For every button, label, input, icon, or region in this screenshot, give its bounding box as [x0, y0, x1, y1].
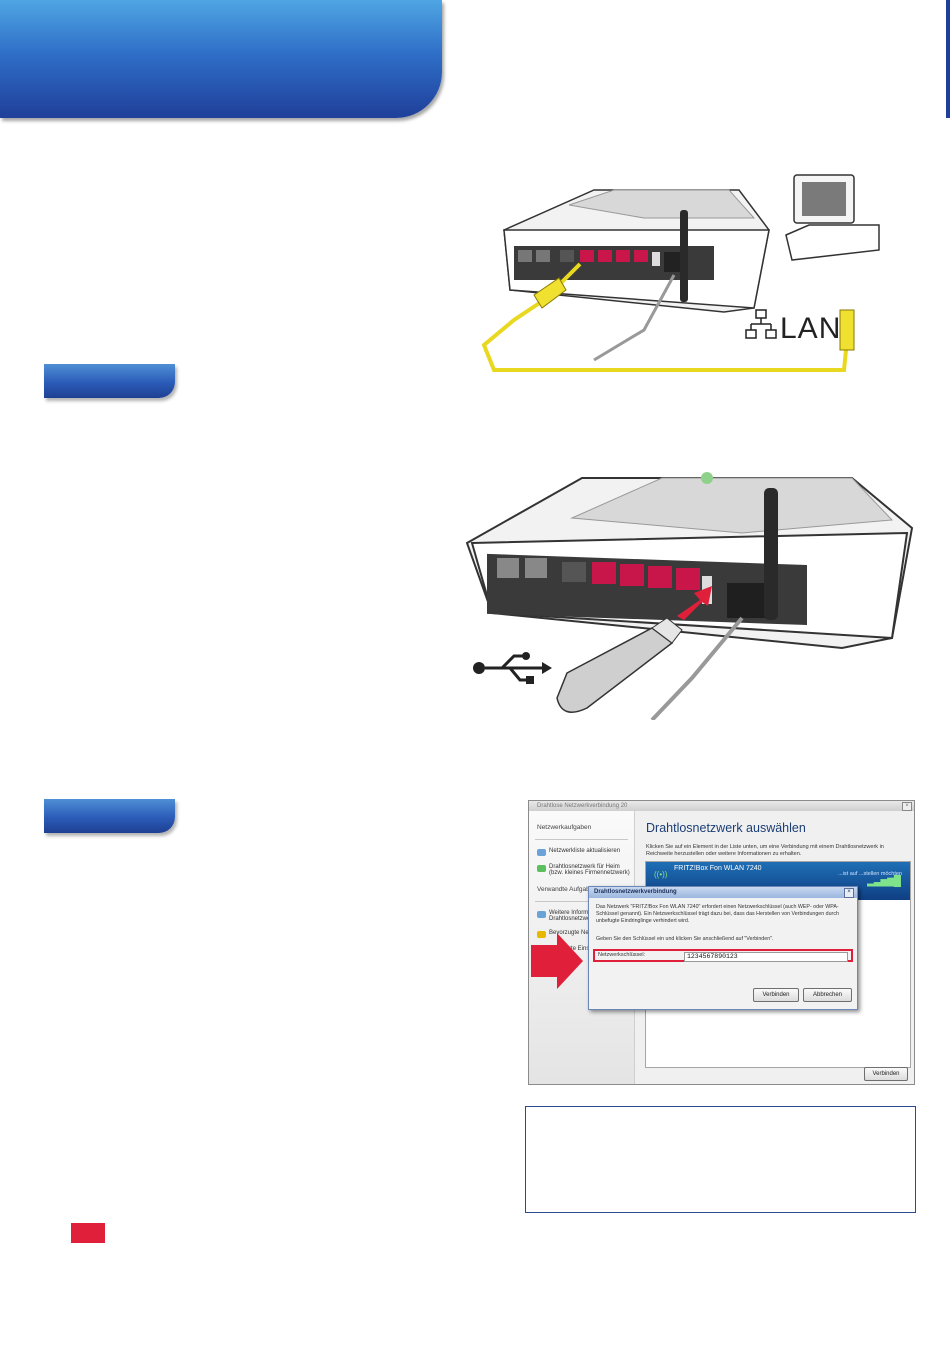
sidebar-item-setup-network[interactable]: Drahtlosnetzwerk für Heim (bzw. kleines …	[529, 856, 634, 876]
lan-cable	[481, 262, 855, 372]
sidebar-item-more-info[interactable]: Weitere Informationen über Drahtlosnetzw…	[529, 902, 634, 922]
sidebar-divider	[535, 901, 628, 902]
computer	[785, 174, 880, 261]
wireless-signal-icon: ((•))	[654, 870, 668, 879]
network-key-row: Netzwerkschlüssel: 1234567890123	[593, 949, 853, 962]
router-usb-illustration	[465, 472, 914, 720]
insert-arrow	[677, 586, 712, 620]
sidebar-item-refresh[interactable]: Netzwerkliste aktualisieren	[529, 840, 634, 856]
star-icon	[537, 931, 546, 938]
dialog-titlebar: Drahtlosnetzwerkverbindung ×	[589, 887, 857, 898]
dialog-instruction: Geben Sie den Schlüssel ein und klicken …	[596, 936, 774, 942]
network-key-input[interactable]: 1234567890123	[684, 952, 848, 962]
usb-icon	[473, 652, 552, 684]
step-tab-2	[44, 799, 175, 833]
antenna	[680, 210, 688, 302]
window-title: Drahtlose Netzwerkverbindung 20	[537, 803, 628, 809]
sidebar-heading-related: Verwandte Aufgaben	[537, 886, 597, 893]
dialog-cancel-button[interactable]: Abbrechen	[803, 988, 852, 1002]
network-name: FRITZ!Box Fon WLAN 7240	[674, 865, 762, 872]
signal-strength-icon: ▂▃▅▆█	[867, 876, 901, 887]
dialog-connect-button[interactable]: Verbinden	[753, 988, 799, 1002]
main-description: Klicken Sie auf ein Element in der Liste…	[646, 844, 884, 857]
dialog-close-button[interactable]: ×	[844, 888, 854, 898]
window-titlebar: Drahtlose Netzwerkverbindung 20 ×	[529, 801, 914, 811]
router-body	[465, 472, 914, 650]
page-edge-tab	[946, 0, 950, 118]
wireless-setup-icon	[537, 865, 546, 872]
dialog-title: Drahtlosnetzwerkverbindung	[594, 889, 677, 895]
highlight-arrow	[531, 933, 583, 989]
window-close-button[interactable]: ×	[902, 802, 912, 811]
lan-network-icon	[745, 309, 777, 339]
network-key-dialog: Drahtlosnetzwerkverbindung × Das Netzwer…	[588, 886, 858, 1010]
network-info-text: ...ist auf ...stellen möchten	[838, 871, 902, 877]
dialog-text: Das Netzwerk "FRITZ!Box Fon WLAN 7240" e…	[596, 904, 839, 924]
router-lan-illustration: LAN	[481, 174, 880, 372]
usb-stick	[556, 617, 683, 713]
power-cable	[593, 274, 676, 362]
power-cable	[650, 616, 744, 720]
antenna	[764, 488, 778, 620]
main-title: Drahtlosnetzwerk auswählen	[646, 821, 806, 835]
header-banner	[0, 0, 442, 118]
red-marker	[71, 1223, 105, 1243]
note-box	[525, 1106, 916, 1213]
refresh-icon	[537, 849, 546, 856]
wireless-network-window: Drahtlose Netzwerkverbindung 20 × Netzwe…	[528, 800, 915, 1085]
step-tab-1	[44, 364, 175, 398]
lan-label: LAN	[780, 312, 841, 345]
connect-button[interactable]: Verbinden	[864, 1067, 908, 1081]
sidebar-divider	[535, 839, 628, 840]
info-icon	[537, 911, 546, 918]
network-key-label: Netzwerkschlüssel:	[598, 952, 646, 958]
sidebar-heading: Netzwerkaufgaben	[537, 824, 592, 831]
